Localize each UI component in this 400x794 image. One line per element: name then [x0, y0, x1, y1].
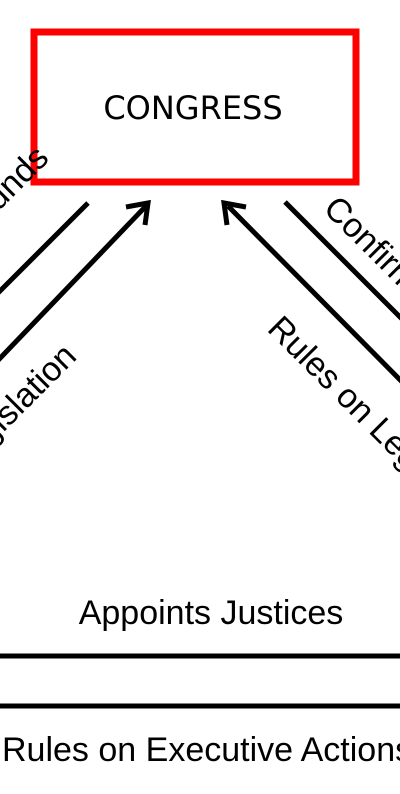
legislation-label: Legislation — [0, 337, 84, 479]
left-outer-line — [0, 201, 90, 295]
left-arrow-shaft — [0, 204, 148, 362]
right-arrow-shaft — [226, 204, 400, 384]
appoints-justices-label: Appoints Justices — [79, 594, 344, 632]
confirms-label: Confirms — [316, 189, 400, 312]
rules-on-legislation-label: Rules on Legislation — [260, 309, 400, 552]
congress-label: CONGRESS — [103, 89, 282, 127]
congress-box — [30, 28, 360, 186]
right-outer-line — [283, 200, 400, 321]
rules-on-executive-label: Rules on Executive Actions — [2, 731, 400, 769]
right-arrowhead — [221, 199, 247, 226]
left-arrowhead — [125, 199, 151, 226]
